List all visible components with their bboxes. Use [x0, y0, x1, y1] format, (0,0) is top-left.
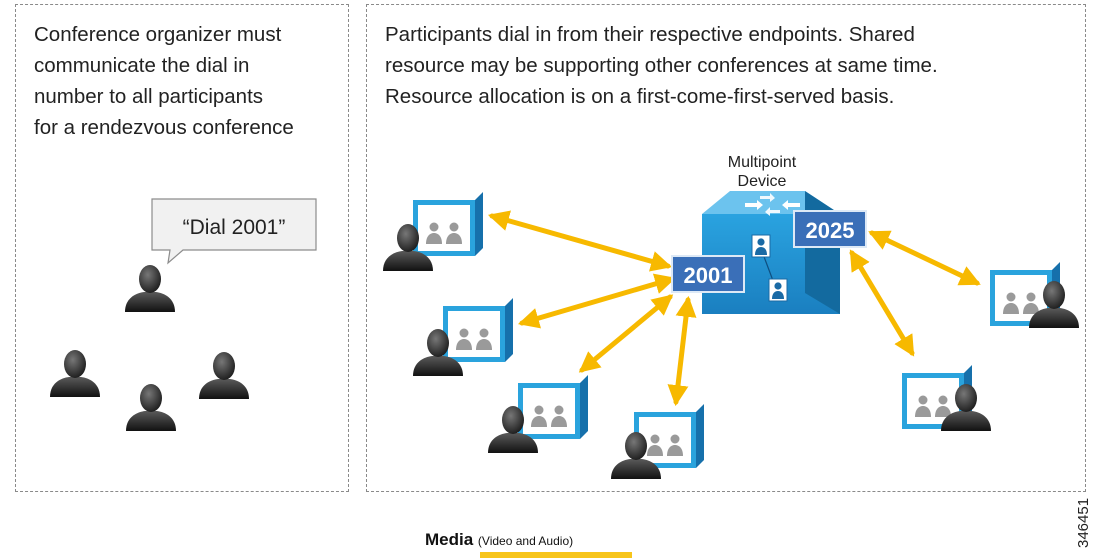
conference-user-icon [751, 234, 771, 258]
left-panel-text: Conference organizer must communicate th… [34, 19, 294, 143]
media-arrows [487, 210, 981, 407]
speech-bubble: “Dial 2001” [151, 198, 317, 265]
right-text-line: resource may be supporting other confere… [385, 54, 938, 77]
media-arrow [849, 249, 915, 357]
figure-id: 346451 [1075, 497, 1092, 548]
video-endpoint-icon [443, 298, 513, 362]
media-arrow [667, 295, 697, 407]
device-label-line: Multipoint [728, 154, 797, 171]
multipoint-device: Multipoint Device 2025 2001 [671, 154, 867, 314]
left-text-line: for a rendezvous conference [34, 116, 294, 139]
video-endpoint-icon [413, 192, 483, 256]
video-endpoint-icon [518, 375, 588, 439]
participant-person-icon [126, 384, 176, 431]
cube-side [805, 191, 840, 314]
left-panel [15, 4, 349, 492]
media-arrow [578, 294, 674, 373]
right-panel [366, 4, 1086, 492]
conference-2001-badge: 2001 [671, 255, 745, 293]
conference-2001-label: 2001 [684, 263, 733, 288]
endpoint [383, 192, 483, 271]
router-arrows-icon [745, 193, 800, 216]
endpoint [902, 365, 991, 431]
conference-2025-badge: 2025 [793, 210, 867, 248]
organizer-person-icon [125, 265, 175, 312]
endpoint [990, 262, 1079, 328]
device-label-line: Device [738, 173, 787, 190]
legend: Media (Video and Audio) [425, 530, 573, 550]
speech-bubble-text: “Dial 2001” [183, 216, 286, 239]
media-arrow [868, 230, 981, 286]
legend-media-line [480, 552, 632, 558]
video-endpoint-icon [634, 404, 704, 468]
left-text-line: Conference organizer must [34, 23, 282, 46]
legend-subtitle: (Video and Audio) [477, 534, 574, 548]
participant-person-icon [199, 352, 249, 399]
left-text-line: communicate the dial in [34, 54, 250, 77]
endpoint [413, 298, 513, 376]
endpoint [611, 404, 704, 479]
right-text-line: Resource allocation is on a first-come-f… [385, 85, 895, 108]
participant-person-icon [50, 350, 100, 397]
right-panel-text: Participants dial in from their respecti… [385, 19, 938, 112]
conference-user-icon [768, 278, 788, 302]
legend-title: Media [425, 530, 474, 549]
conference-2025-label: 2025 [806, 218, 855, 243]
left-text-line: number to all participants [34, 85, 264, 108]
media-arrow [487, 210, 673, 272]
endpoint [488, 375, 588, 453]
right-text-line: Participants dial in from their respecti… [385, 23, 915, 46]
